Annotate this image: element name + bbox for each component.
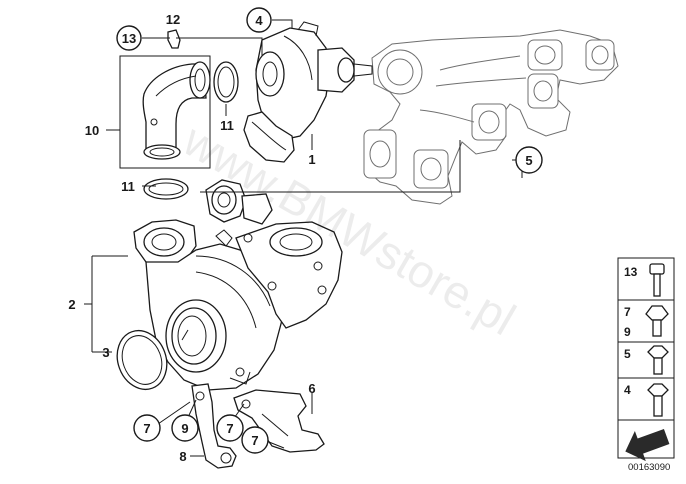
- callout-8[interactable]: 8: [179, 449, 186, 464]
- callout-6-label: 6: [308, 381, 315, 396]
- callout-10-label: 10: [85, 123, 99, 138]
- callout-12[interactable]: 12: [166, 12, 180, 27]
- callout-9[interactable]: 9: [171, 414, 199, 442]
- callout-7-right[interactable]: 7: [241, 426, 269, 454]
- callout-13[interactable]: 13: [116, 25, 142, 51]
- callout-7-left[interactable]: 7: [133, 414, 161, 442]
- charge-air-pipe[interactable]: [142, 61, 211, 160]
- hw-bolt-5-icon: [647, 345, 669, 375]
- callout-3-label: 3: [102, 345, 109, 360]
- callout-7-mid-label: 7: [226, 421, 233, 436]
- o-ring-lower[interactable]: [143, 178, 189, 200]
- callout-7-right-label: 7: [251, 433, 258, 448]
- hardware-panel: 13 7 9 5 4: [617, 257, 675, 462]
- callout-11-upper[interactable]: 11: [220, 118, 234, 133]
- callout-11-upper-label: 11: [220, 118, 234, 133]
- bracket-8[interactable]: [191, 383, 237, 469]
- callout-10[interactable]: 10: [85, 123, 99, 138]
- callout-7-left-label: 7: [143, 421, 150, 436]
- diagram-code: 00163090: [628, 462, 670, 473]
- callout-1-label: 1: [308, 152, 315, 167]
- callout-11-lower-label: 11: [121, 179, 135, 194]
- hw-label-4: 5: [624, 347, 631, 361]
- turbo-cartridge[interactable]: [243, 21, 373, 163]
- hw-label-2: 7: [624, 305, 631, 319]
- callout-12-label: 12: [166, 12, 180, 27]
- clip-12[interactable]: [167, 29, 181, 49]
- turbocharger[interactable]: [133, 179, 343, 391]
- hw-label-1: 13: [624, 265, 638, 279]
- callout-13-label: 13: [122, 31, 136, 46]
- callout-2-label: 2: [68, 297, 75, 312]
- o-ring-upper[interactable]: [213, 61, 239, 103]
- callout-1[interactable]: 1: [308, 152, 315, 167]
- hw-bolt-4-icon: [647, 383, 669, 417]
- hw-bolt-13-icon: [649, 263, 665, 297]
- callout-7-mid[interactable]: 7: [216, 414, 244, 442]
- bracket-6[interactable]: [233, 389, 325, 453]
- callout-4-label: 4: [255, 13, 263, 28]
- hw-label-5: 4: [624, 383, 631, 397]
- hw-label-3: 9: [624, 325, 631, 339]
- hw-bolt-7-9-icon: [645, 305, 669, 337]
- callout-5-label: 5: [525, 153, 532, 168]
- callout-11-lower[interactable]: 11: [121, 179, 135, 194]
- callout-6[interactable]: 6: [308, 381, 315, 396]
- gasket-ring[interactable]: [109, 324, 175, 397]
- callout-5[interactable]: 5: [515, 146, 543, 174]
- callout-8-label: 8: [179, 449, 186, 464]
- callout-3[interactable]: 3: [102, 345, 109, 360]
- callout-2[interactable]: 2: [68, 297, 75, 312]
- leader-lines: [84, 19, 523, 457]
- direction-arrow-icon: [625, 428, 670, 462]
- callout-9-label: 9: [181, 421, 188, 436]
- callout-4[interactable]: 4: [246, 7, 272, 33]
- exhaust-manifold[interactable]: [363, 29, 619, 205]
